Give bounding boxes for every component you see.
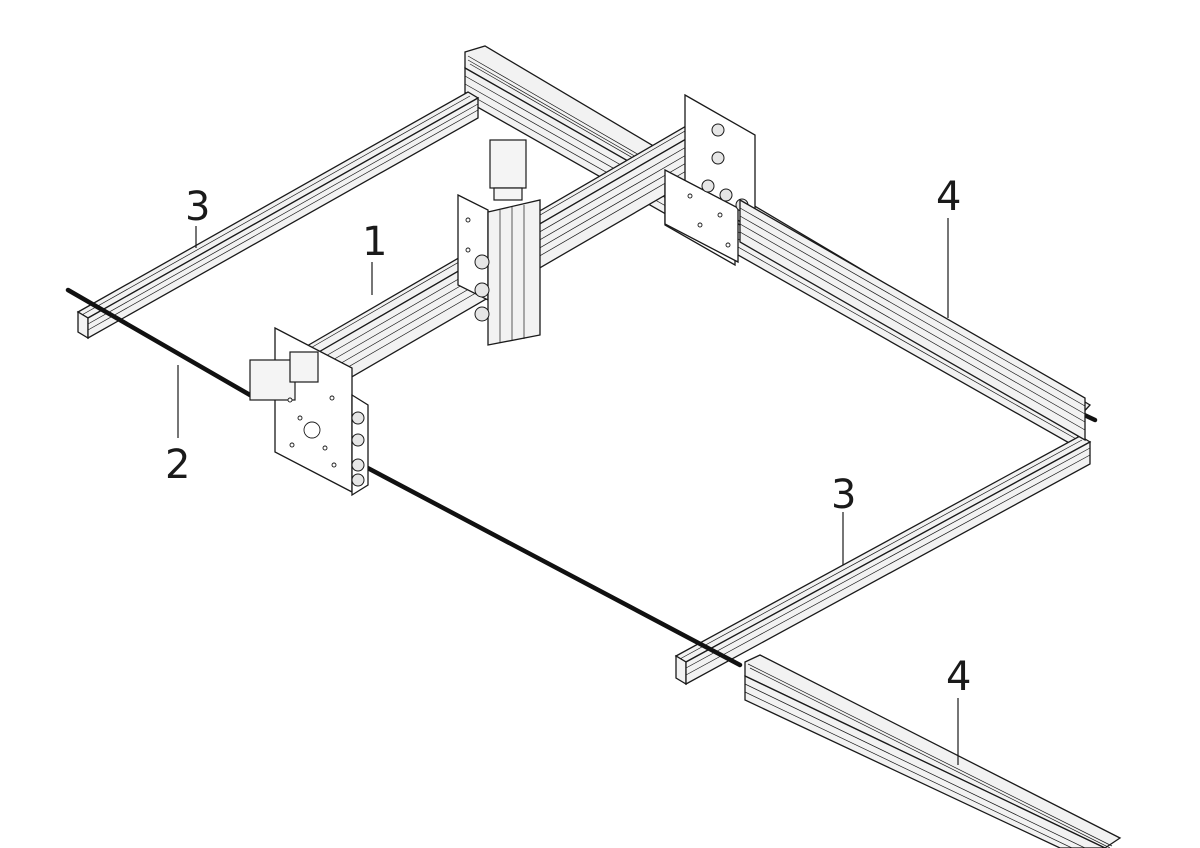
- left-gantry-plate: [249, 326, 369, 497]
- callout-4-side: 4: [936, 174, 961, 220]
- rail-front: [674, 435, 1092, 686]
- callout-labels: 1 2 3 4 3 4: [165, 174, 971, 700]
- callout-3-back: 3: [185, 184, 210, 230]
- callout-2: 2: [165, 442, 190, 488]
- rail-right-side: [739, 198, 1086, 442]
- callout-3-front: 3: [831, 472, 856, 518]
- callout-4-loose: 4: [946, 654, 971, 700]
- z-axis-assembly: [457, 139, 541, 346]
- rail-loose: [744, 654, 1122, 848]
- rail-left-back: [76, 91, 480, 340]
- callout-1: 1: [362, 219, 387, 265]
- callout-leaders: [177, 218, 959, 765]
- right-gantry-plate: [664, 93, 756, 267]
